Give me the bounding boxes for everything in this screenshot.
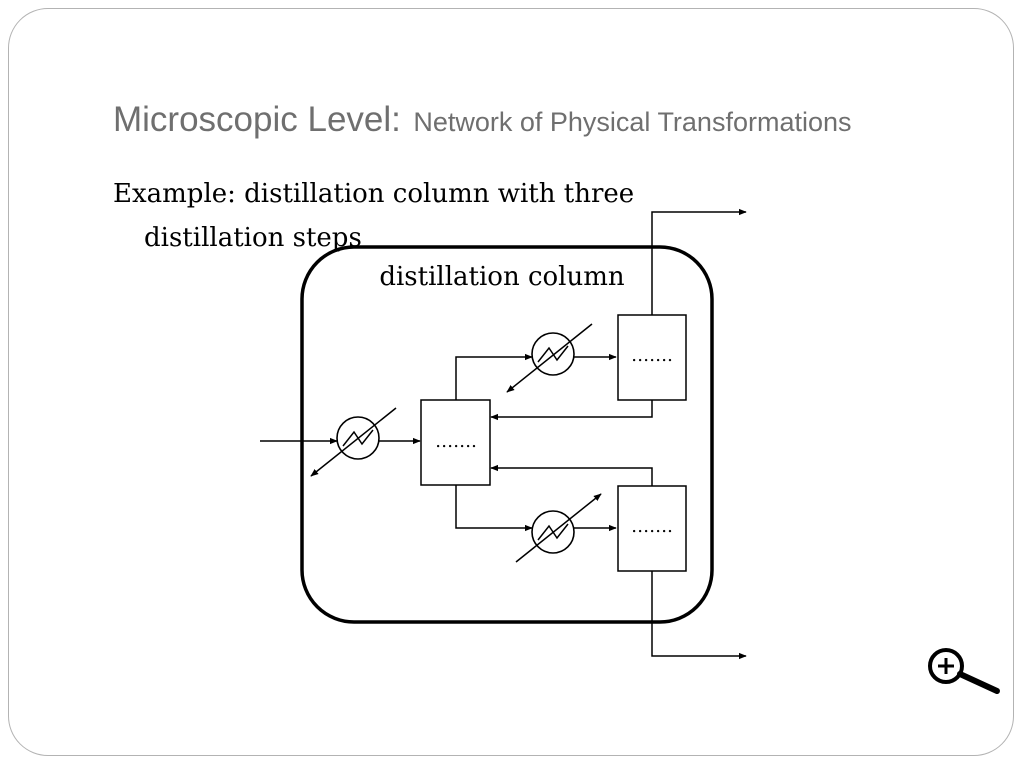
slide-title: Microscopic Level: Network of Physical T…: [113, 100, 852, 140]
step-2-label: …….: [631, 345, 673, 366]
heat-exchanger-3: [515, 493, 602, 563]
stream-step1-to-hx2: [455, 353, 533, 400]
example-line-2: distillation steps: [144, 223, 362, 253]
step3-bottoms-outlet: [651, 571, 747, 660]
example-line-1: Example: distillation column with three: [113, 179, 635, 209]
magnifier-plus-icon[interactable]: [925, 645, 1003, 697]
stream-step1-to-hx3: [455, 485, 533, 532]
step-3-label: …….: [631, 516, 673, 537]
step3-recycle-to-step1: [490, 464, 653, 486]
example-text: Example: distillation column with three …: [113, 172, 634, 260]
slide-frame: [8, 8, 1014, 756]
distillation-step-3: …….: [617, 485, 687, 572]
step2-overhead-outlet: [651, 208, 747, 315]
distillation-step-2: …….: [617, 314, 687, 401]
step2-recycle-to-step1: [490, 400, 653, 421]
title-subtitle: Network of Physical Transformations: [413, 107, 852, 137]
heat-exchanger-1: [310, 407, 397, 477]
distillation-step-1: …….: [420, 399, 491, 486]
title-main: Microscopic Level:: [113, 100, 401, 139]
heat-exchanger-2: [506, 323, 593, 393]
step-1-label: …….: [435, 431, 477, 452]
column-boundary: [300, 245, 714, 624]
column-label: distillation column: [379, 262, 625, 292]
